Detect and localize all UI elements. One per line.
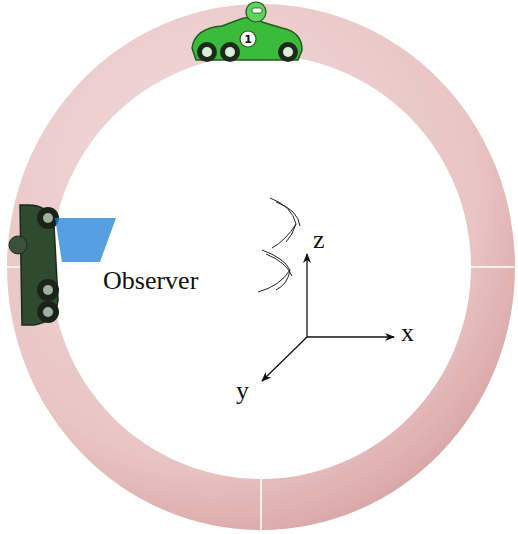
axis-label: y (236, 378, 249, 404)
axes (262, 254, 394, 381)
axis-label: z (313, 227, 325, 253)
race-car (9, 205, 116, 325)
eye-symbol (258, 198, 300, 292)
observer-label: Observer (103, 268, 198, 294)
race-car (192, 2, 302, 62)
track-mark (260, 479, 262, 530)
ring-track (7, 4, 515, 530)
car-number: 1 (244, 34, 252, 45)
view-cone (55, 218, 116, 262)
axis-label: x (401, 320, 414, 346)
track-mark (471, 266, 515, 268)
